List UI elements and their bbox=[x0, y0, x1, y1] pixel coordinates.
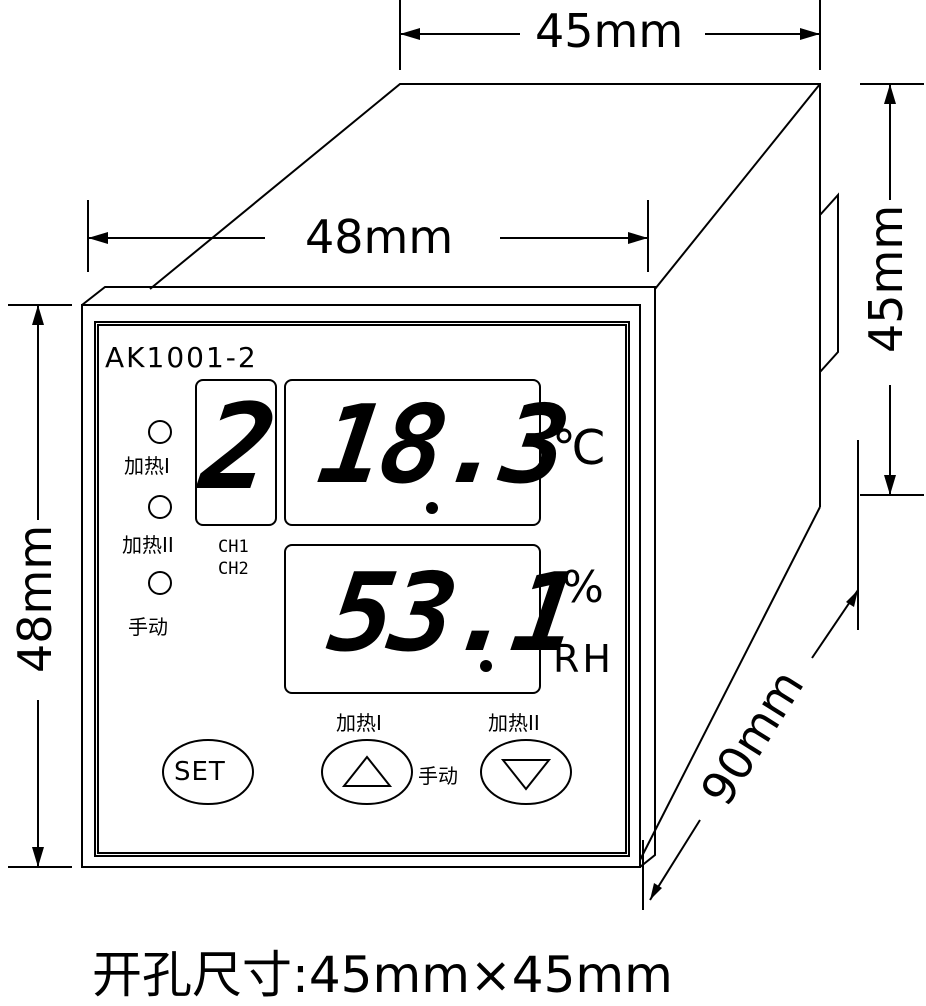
side-bracket bbox=[819, 192, 839, 373]
dim-front-height: 48mm bbox=[8, 524, 62, 673]
dim-top-width: 45mm bbox=[535, 4, 684, 58]
ch1-label: CH1 bbox=[218, 537, 249, 557]
humidity-unit-percent: % bbox=[562, 562, 604, 613]
manual-button-label: 手动 bbox=[418, 764, 458, 788]
indicator-label-manual: 手动 bbox=[128, 615, 168, 639]
indicator-label-heat1: 加热I bbox=[124, 454, 170, 478]
cutout-label: 开孔尺寸: bbox=[92, 946, 309, 1004]
humidity-unit-rh: RH bbox=[553, 637, 614, 681]
down-arrow-icon bbox=[500, 759, 552, 791]
front-panel-inner bbox=[94, 321, 630, 857]
cutout-size: 开孔尺寸:45mm×45mm bbox=[92, 950, 673, 1000]
front-bezel-top bbox=[81, 286, 656, 868]
up-button[interactable] bbox=[322, 740, 412, 804]
led-manual bbox=[148, 571, 172, 595]
led-heat2 bbox=[148, 495, 172, 519]
set-button-outline bbox=[162, 739, 254, 805]
up-arrow-icon bbox=[341, 755, 393, 787]
up-button-outline bbox=[321, 739, 413, 805]
model-label: AK1001-2 bbox=[105, 341, 258, 374]
dim-front-width: 48mm bbox=[305, 210, 454, 264]
set-button[interactable]: SET bbox=[174, 757, 226, 787]
ch2-label: CH2 bbox=[218, 559, 249, 579]
box-bottom-edge bbox=[639, 506, 821, 861]
humidity-window bbox=[284, 544, 541, 694]
dim-side-height: 45mm bbox=[859, 204, 913, 353]
hum-decimal-point bbox=[480, 660, 492, 672]
cutout-value: 45mm×45mm bbox=[308, 946, 673, 1004]
led-heat1 bbox=[148, 420, 172, 444]
temperature-unit: ℃ bbox=[552, 420, 606, 476]
box-top-edge bbox=[149, 83, 821, 507]
down-button-label: 加热II bbox=[488, 711, 540, 735]
channel-window bbox=[195, 379, 277, 526]
down-button[interactable] bbox=[481, 740, 571, 804]
humidity-value: 53.1 bbox=[321, 551, 583, 676]
up-button-label: 加热I bbox=[336, 711, 382, 735]
temperature-value: 18.3 bbox=[311, 383, 573, 508]
down-button-outline bbox=[480, 739, 572, 805]
indicator-label-heat2: 加热II bbox=[122, 533, 174, 557]
front-panel-inner2 bbox=[97, 324, 627, 854]
temperature-window bbox=[284, 379, 541, 526]
front-bezel-outer bbox=[81, 304, 641, 868]
temp-decimal-point bbox=[426, 502, 438, 514]
box-side-front-edge bbox=[654, 83, 821, 290]
